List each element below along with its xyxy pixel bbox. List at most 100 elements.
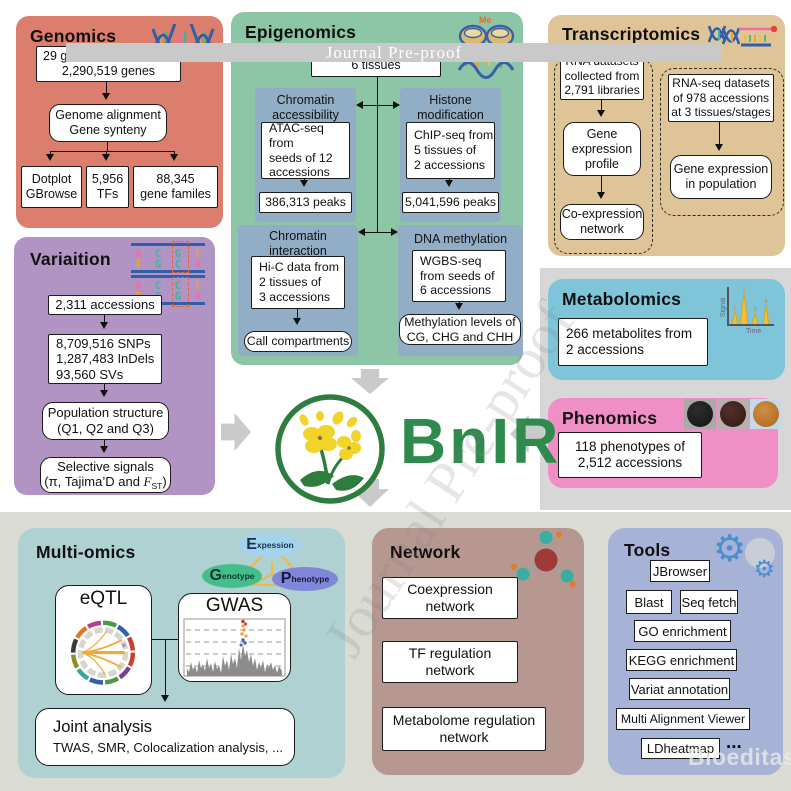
seq-letter: T — [194, 279, 201, 292]
wgbs-box: WGBS-seq from seeds of 6 accessions — [412, 250, 506, 302]
arrow-down — [445, 179, 453, 187]
tool-variant-annotation: Variat annotation — [629, 678, 730, 700]
gwas-label: GWAS — [205, 595, 264, 616]
me-label: Me — [479, 15, 492, 25]
population-datasets-group — [660, 68, 784, 216]
transcriptomics-panel: Transcriptomics RNA datasets collected f… — [548, 15, 785, 256]
metabolome-regulation-network-box: Metabolome regulation network — [382, 707, 546, 751]
arrow-down — [715, 122, 723, 151]
arrow-down — [102, 151, 110, 161]
tool-ldheatmap: LDheatmap — [641, 738, 720, 759]
arrow-down — [100, 440, 108, 453]
flow-arrow-into-center-left — [221, 413, 251, 451]
transcriptomics-title: Transcriptomics — [562, 24, 701, 44]
seq-letter: A — [135, 247, 142, 260]
svg-text:4: 4 — [765, 299, 768, 305]
svg-text:1: 1 — [733, 305, 736, 311]
tools-more-ellipsis: ... — [726, 732, 742, 753]
histone-modification-subpanel: Histone modification ChIP-seq from 5 tis… — [400, 88, 501, 222]
epigenomics-panel: Epigenomics Me 6 tissues Chromatin acces… — [231, 12, 523, 365]
tool-jbrowser: JBrowser — [650, 560, 710, 582]
eqtl-gwas-connector — [152, 639, 180, 640]
variant-highlight — [172, 241, 189, 273]
molecule-network-icon — [511, 531, 576, 587]
network-title: Network — [390, 542, 461, 562]
gears-icon: ⚙ ⚙ — [713, 528, 775, 583]
seq-letter: C — [154, 247, 162, 260]
double-arrow-horizontal — [356, 101, 400, 110]
bnir-logo-text: BnIR — [400, 405, 562, 477]
seq-letter: T — [194, 247, 201, 260]
seq-letter: T — [135, 258, 142, 271]
coexpression-network-box: Coexpression network — [382, 577, 518, 619]
histone-modification-label: Histone modification — [417, 93, 484, 122]
arrow-down — [455, 302, 463, 310]
chromatin-interaction-label: Chromatin interaction — [269, 229, 327, 258]
chip-peaks-box: 5,041,596 peaks — [402, 192, 499, 213]
multiomics-title: Multi-omics — [36, 542, 136, 562]
tools-panel: Tools ⚙ ⚙ JBrowser Blast Seq fetch GO en… — [608, 528, 783, 775]
joint-analysis-box: Joint analysis TWAS, SMR, Colocalization… — [35, 708, 295, 766]
population-structure-box: Population structure (Q1, Q2 and Q3) — [42, 402, 169, 440]
tool-go-enrichment: GO enrichment — [634, 620, 731, 642]
seed-photo-brown — [717, 399, 749, 429]
chromatin-accessibility-subpanel: Chromatin accessibility ATAC-seq from se… — [255, 88, 356, 222]
dna-methylation-subpanel: DNA methylation WGBS-seq from seeds of 6… — [398, 225, 523, 356]
seq-letter: C — [174, 279, 182, 292]
call-compartments-box: Call compartments — [244, 331, 352, 352]
methylation-levels-box: Methylation levels of CG, CHG and CHH — [399, 314, 521, 345]
joint-analysis-label: Joint analysis — [53, 718, 153, 737]
arrow-down — [100, 315, 108, 329]
hic-box: Hi-C data from 2 tissues of 3 accessions — [251, 256, 345, 309]
arrow-down — [597, 176, 605, 199]
tfs-box: 5,956 TFs — [86, 166, 129, 208]
variation-title: Variaition — [30, 249, 111, 269]
manhattan-plot — [183, 618, 286, 677]
gene-families-box: 88,345 gene familes — [133, 166, 218, 208]
tool-multi-alignment-viewer: Multi Alignment Viewer — [616, 708, 750, 730]
seq-letter: A — [194, 290, 201, 303]
rna-seq-datasets-box: RNA-seq datasets of 978 accessions at 3 … — [668, 74, 774, 122]
dna-methylation-label: DNA methylation — [413, 232, 508, 246]
tool-kegg-enrichment: KEGG enrichment — [626, 649, 737, 671]
gene-expression-population-box: Gene expression in population — [670, 155, 772, 199]
center-connector — [377, 77, 378, 232]
selective-signals-stats: (π, Tajima’D and FST) — [44, 474, 167, 492]
nucleosome-methylation-icon: Me — [457, 15, 515, 79]
eqtl-label: eQTL — [79, 588, 128, 609]
eqtl-box: eQTL — [55, 585, 152, 695]
seq-letter: C — [154, 279, 162, 292]
tool-blast: Blast — [626, 590, 672, 614]
seq-letter: C — [174, 258, 182, 271]
metabolomics-title: Metabolomics — [562, 289, 682, 309]
circos-plot — [70, 620, 136, 685]
selective-signals-label: Selective signals — [57, 458, 154, 474]
phenotypes-box: 118 phenotypes of 2,512 accessions — [558, 432, 702, 478]
rna-transcription-icon — [707, 25, 778, 47]
gep-connector-lines — [237, 547, 307, 587]
epigenomics-title: Epigenomics — [245, 22, 357, 42]
genomics-title: Genomics — [30, 26, 117, 46]
signal-axis-label: Signal — [720, 297, 727, 317]
atac-peaks-box: 386,313 peaks — [259, 192, 352, 213]
phenomics-panel: Phenomics 118 phenotypes of 2,512 access… — [548, 398, 778, 488]
atac-seq-box: ATAC-seq from seeds of 12 accessions — [261, 121, 350, 179]
bioeditas-watermark: Bioeditas — [688, 744, 791, 770]
dotplot-gbrowse-box: Dotplot GBrowse — [21, 166, 82, 208]
flow-arrow-into-center-top — [351, 369, 389, 394]
arrow-down-to-joint — [161, 639, 169, 702]
tf-regulation-network-box: TF regulation network — [382, 641, 518, 683]
branch-stem — [107, 142, 108, 151]
genomics-panel: Genomics 29 genomes 2,290,519 genes Geno… — [16, 16, 223, 228]
arrow-down — [170, 151, 178, 161]
arrow-down — [46, 151, 54, 161]
selective-signals-box: Selective signals (π, Tajima’D and FST) — [40, 457, 171, 493]
tool-seq-fetch: Seq fetch — [680, 590, 738, 614]
network-panel: Network Coexpression network TF regulati… — [372, 528, 584, 775]
gene-expression-profile-box: Gene expression profile — [563, 122, 641, 176]
